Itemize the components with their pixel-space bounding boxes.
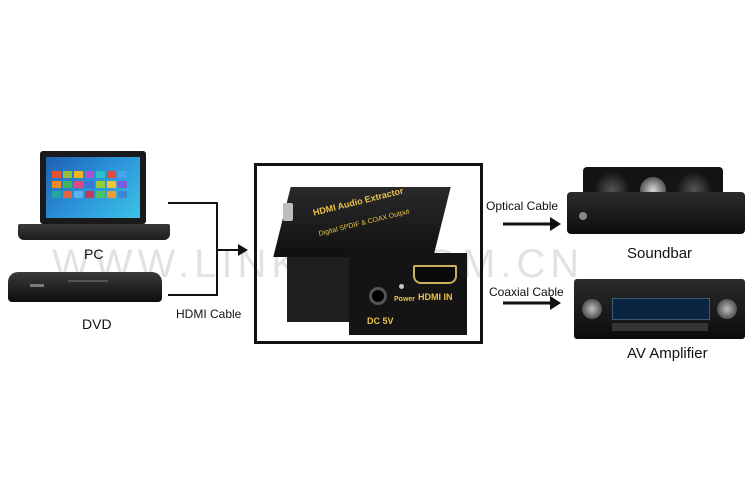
soundbar-label: Soundbar bbox=[627, 245, 693, 262]
soundbar-base bbox=[567, 192, 745, 234]
amp-left-knob bbox=[582, 299, 602, 319]
amp-button-row bbox=[612, 323, 708, 331]
hdmi-cable-label: HDMI Cable bbox=[176, 307, 242, 321]
hdmi-in-label: HDMI IN bbox=[418, 292, 453, 302]
dvd-label: DVD bbox=[82, 316, 112, 332]
dc-5v-label: DC 5V bbox=[367, 316, 394, 326]
dvd-slot bbox=[68, 280, 108, 282]
coax-connector bbox=[283, 203, 293, 221]
pc-cable-line bbox=[168, 202, 218, 296]
laptop-display bbox=[46, 157, 140, 218]
hdmi-in-port bbox=[413, 265, 457, 284]
av-amplifier-label: AV Amplifier bbox=[627, 345, 708, 362]
amp-right-knob bbox=[717, 299, 737, 319]
soundbar-logo bbox=[579, 212, 587, 220]
pc-label: PC bbox=[84, 246, 104, 262]
dvd-logo bbox=[30, 284, 44, 287]
extractor-frame bbox=[254, 163, 483, 344]
laptop-base bbox=[18, 224, 170, 240]
dc-power-jack bbox=[369, 287, 387, 305]
coaxial-arrow-head bbox=[550, 296, 561, 310]
optical-arrow-head bbox=[550, 217, 561, 231]
optical-cable-label: Optical Cable bbox=[486, 199, 559, 213]
input-arrow-head bbox=[238, 244, 248, 256]
coaxial-cable-label: Coaxial Cable bbox=[489, 285, 564, 299]
amp-display bbox=[612, 298, 710, 320]
dvd-player-image bbox=[8, 272, 162, 302]
power-label: Power bbox=[394, 296, 416, 303]
power-led bbox=[399, 284, 404, 289]
